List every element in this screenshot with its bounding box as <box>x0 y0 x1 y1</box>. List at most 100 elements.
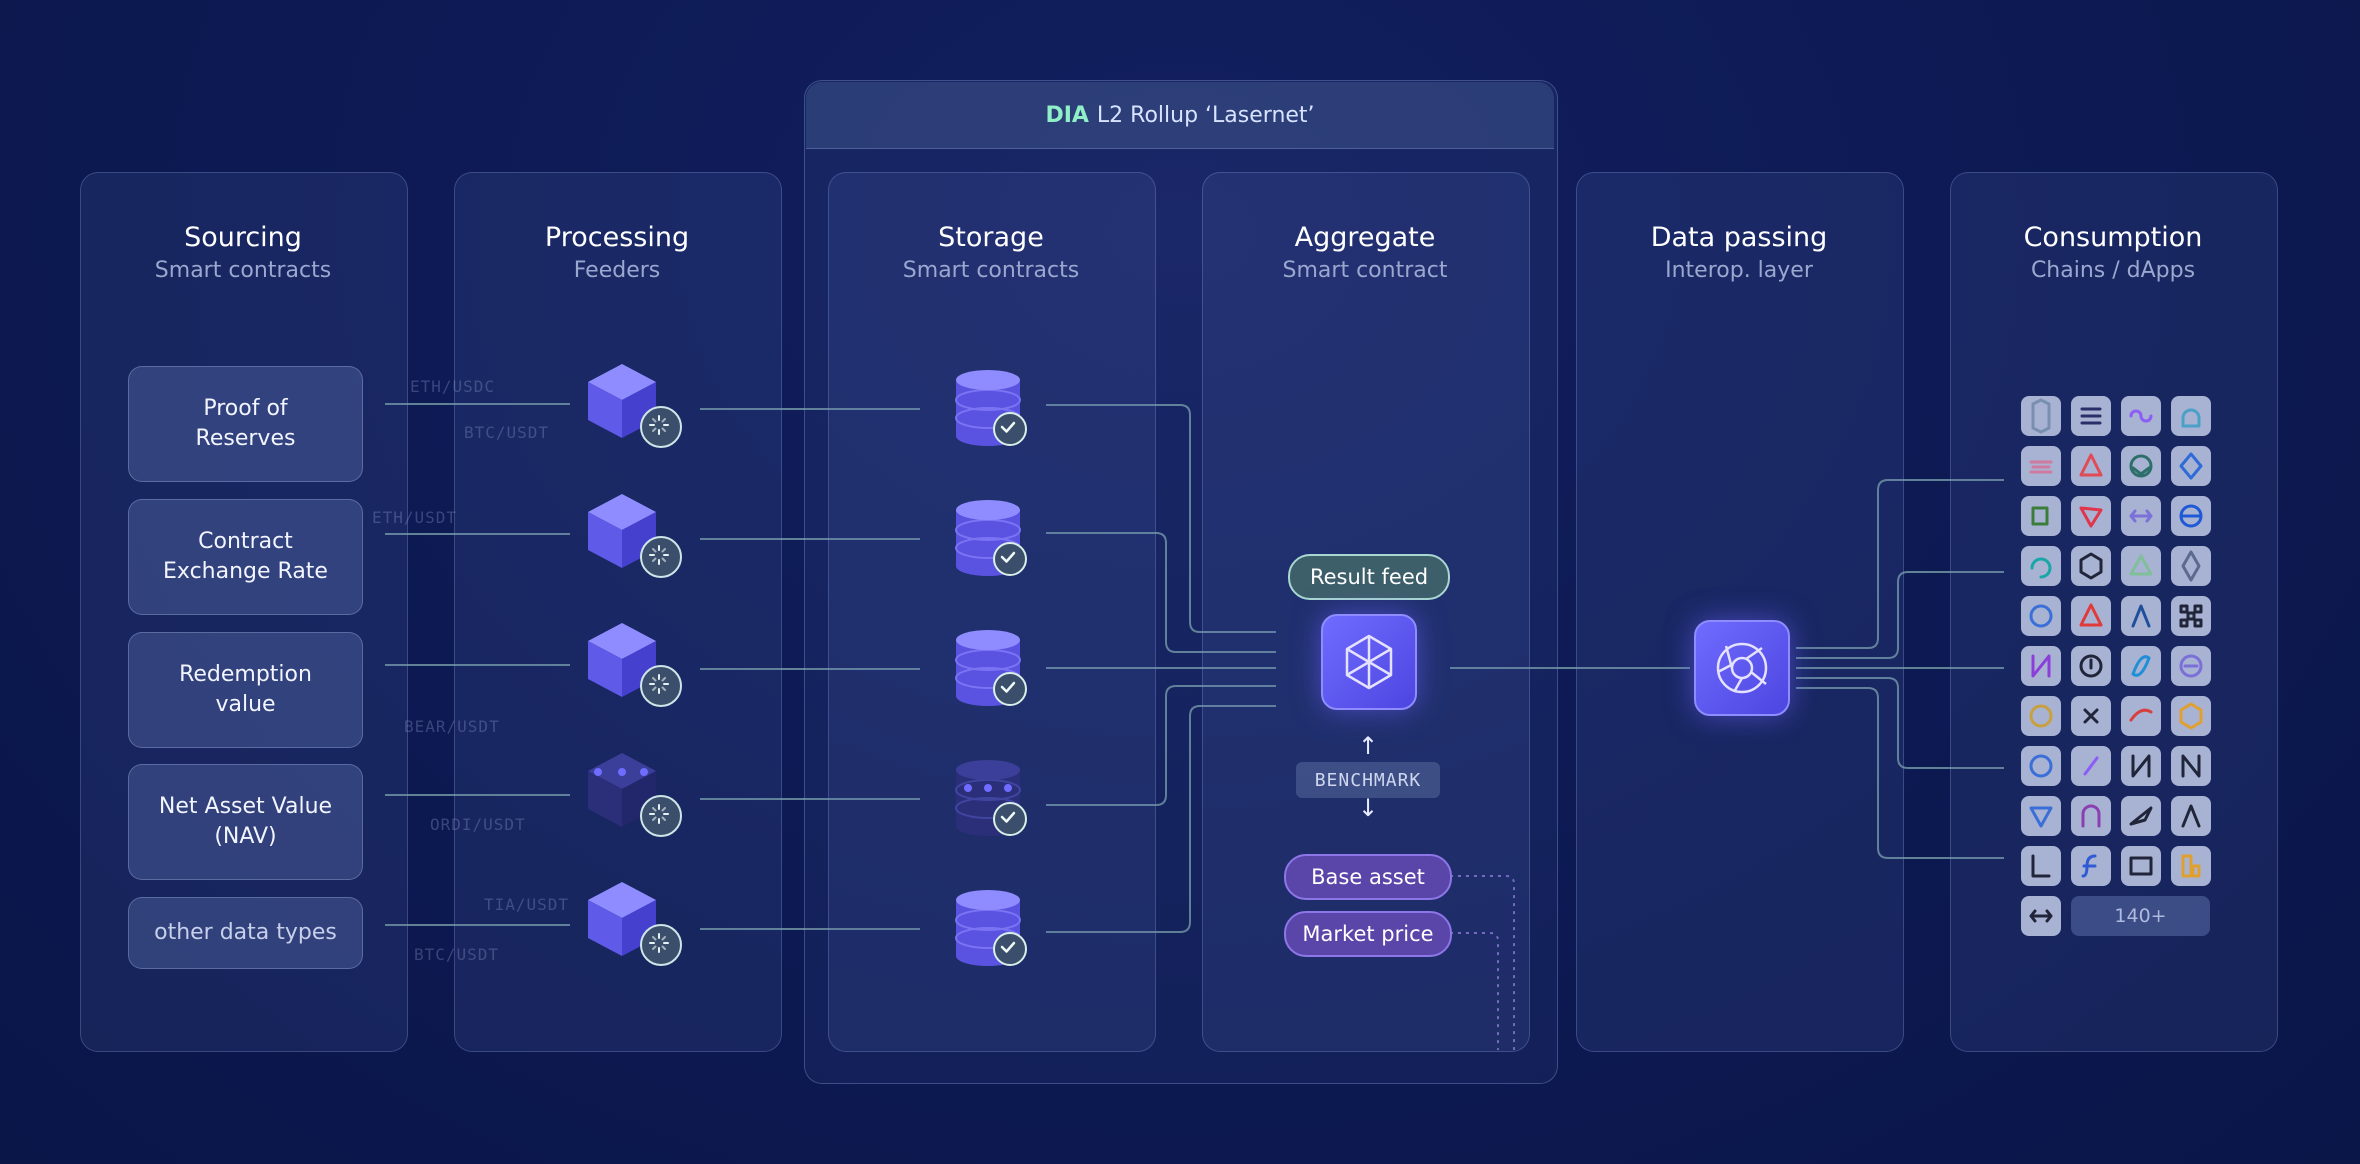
chain-logo-icon <box>2071 546 2111 586</box>
loading-icon <box>640 536 682 578</box>
column-subtitle-sourcing: Smart contracts <box>154 258 332 283</box>
column-subtitle-consumption: Chains / dApps <box>2030 258 2196 283</box>
chain-logo-icon <box>2171 546 2211 586</box>
column-title-storage: Storage <box>938 222 1044 253</box>
chain-logo-icon <box>2071 846 2111 886</box>
chain-logo-icon <box>2171 796 2211 836</box>
check-icon <box>993 542 1027 576</box>
base-asset-pill: Base asset <box>1284 854 1452 900</box>
source-label: Net Asset Value (NAV) <box>158 794 333 849</box>
chain-logo-icon <box>2071 596 2111 636</box>
column-title-consumption: Consumption <box>2023 222 2203 253</box>
check-icon <box>993 672 1027 706</box>
chain-logo-icon <box>2121 546 2161 586</box>
column-title-processing: Processing <box>544 222 690 253</box>
chain-logo-icon <box>2021 846 2061 886</box>
source-label: Proof of Reserves <box>195 396 296 451</box>
feeder-cube-icon <box>586 492 666 572</box>
chain-logo-icon <box>2021 446 2061 486</box>
aggregate-node <box>1321 614 1417 710</box>
chain-logo-icon <box>2121 496 2161 536</box>
loading-icon <box>640 665 682 707</box>
more-chains-badge: 140+ <box>2071 896 2210 936</box>
chain-logo-icon <box>2171 396 2211 436</box>
chain-logo-icon <box>2021 896 2061 936</box>
data-passing-node <box>1694 620 1790 716</box>
column-title-sourcing: Sourcing <box>184 222 302 253</box>
chain-logo-icon <box>2121 746 2161 786</box>
chain-logo-icon <box>2071 446 2111 486</box>
pair-label: ETH/USDT <box>372 508 458 527</box>
source-label: other data types <box>154 920 337 945</box>
feeder-cube-icon <box>586 621 666 701</box>
source-label: Contract Exchange Rate <box>163 529 328 584</box>
source-contract-exchange-rate: Contract Exchange Rate <box>128 499 363 615</box>
arrow-up-icon: ↑ <box>1357 732 1379 760</box>
column-subtitle-data-passing: Interop. layer <box>1665 258 1813 283</box>
source-label: Redemption value <box>179 662 312 717</box>
check-icon <box>993 932 1027 966</box>
pair-label: BTC/USDT <box>464 423 550 442</box>
chain-logo-icon <box>2121 796 2161 836</box>
column-subtitle-aggregate: Smart contract <box>1282 258 1448 283</box>
column-consumption <box>1950 172 2278 1052</box>
chain-logo-icon <box>2071 746 2111 786</box>
source-net-asset-value: Net Asset Value (NAV) <box>128 764 363 880</box>
chain-logo-icon <box>2171 846 2211 886</box>
column-title-data-passing: Data passing <box>1650 222 1828 253</box>
pair-label: BEAR/USDT <box>404 717 500 736</box>
chain-logo-icon <box>2171 646 2211 686</box>
chain-logo-icon <box>2021 796 2061 836</box>
check-icon <box>993 412 1027 446</box>
chain-logo-icon <box>2021 696 2061 736</box>
pair-label: TIA/USDT <box>484 895 570 914</box>
arrow-down-icon: ↓ <box>1357 794 1379 822</box>
chain-logo-icon <box>2121 646 2161 686</box>
pair-label: ETH/USDC <box>410 377 496 396</box>
column-data-passing <box>1576 172 1904 1052</box>
chain-logo-icon <box>2021 596 2061 636</box>
chain-logo-icon <box>2021 746 2061 786</box>
feeder-cube-icon <box>586 751 666 831</box>
chain-logo-icon <box>2071 646 2111 686</box>
chain-logo-icon <box>2171 746 2211 786</box>
chain-logo-icon <box>2021 496 2061 536</box>
chain-logo-icon <box>2071 396 2111 436</box>
column-title-aggregate: Aggregate <box>1294 222 1436 253</box>
result-feed-pill: Result feed <box>1288 554 1450 600</box>
chain-logo-icon <box>2121 396 2161 436</box>
benchmark-badge: BENCHMARK <box>1296 762 1440 798</box>
pair-label: ORDI/USDT <box>430 815 526 834</box>
chain-logo-icon <box>2121 696 2161 736</box>
check-icon <box>993 802 1027 836</box>
loading-icon <box>640 795 682 837</box>
rollup-header: DIA L2 Rollup ‘Lasernet’ <box>806 82 1554 149</box>
chain-logo-icon <box>2021 646 2061 686</box>
chain-logo-icon <box>2021 396 2061 436</box>
source-redemption-value: Redemption value <box>128 632 363 748</box>
column-subtitle-storage: Smart contracts <box>902 258 1080 283</box>
chain-logo-icon <box>2121 596 2161 636</box>
rollup-brand: DIA <box>1045 102 1089 128</box>
aperture-icon <box>1716 642 1768 694</box>
hexagon-cube-icon <box>1345 634 1393 690</box>
chain-logo-icon <box>2171 446 2211 486</box>
loading-icon <box>640 406 682 448</box>
column-subtitle-processing: Feeders <box>573 258 661 283</box>
chain-logo-icon <box>2121 846 2161 886</box>
source-other-data-types: other data types <box>128 897 363 969</box>
rollup-title: L2 Rollup ‘Lasernet’ <box>1096 102 1315 128</box>
chain-logo-icon <box>2171 596 2211 636</box>
pair-label: BTC/USDT <box>414 945 500 964</box>
chain-logo-icon <box>2071 496 2111 536</box>
source-proof-of-reserves: Proof of Reserves <box>128 366 363 482</box>
market-price-pill: Market price <box>1284 911 1452 957</box>
chain-logo-icon <box>2071 796 2111 836</box>
chain-logo-icon <box>2171 496 2211 536</box>
loading-icon <box>640 924 682 966</box>
column-aggregate <box>1202 172 1530 1052</box>
chain-logo-icon <box>2071 696 2111 736</box>
chain-logo-icon <box>2171 696 2211 736</box>
chain-logo-icon <box>2121 446 2161 486</box>
chain-logo-icon <box>2021 546 2061 586</box>
